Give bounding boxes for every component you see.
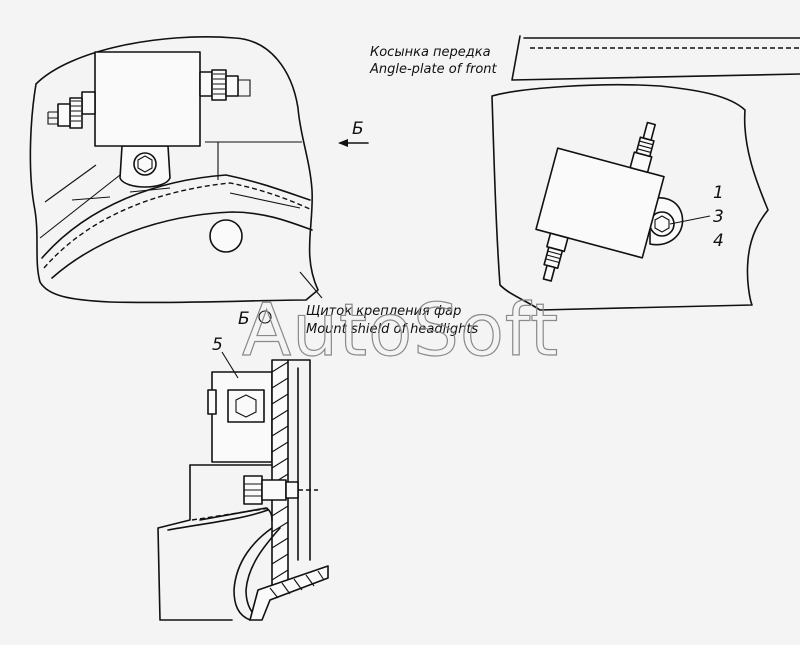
- view-marker-top: Б: [352, 119, 364, 139]
- top-left-view: [29, 36, 369, 304]
- view-marker-section: Б: [238, 309, 250, 329]
- mount-shield-label-en: Mount shield of headlights: [306, 322, 478, 337]
- watermark: AutoSoft: [242, 288, 559, 372]
- angle-plate-label-en: Angle-plate of front: [369, 62, 498, 77]
- top-right-view: [491, 35, 800, 311]
- section-view: [157, 310, 329, 621]
- angle-plate-label-ru: Косынка передка: [370, 45, 491, 60]
- mount-shield-leader: [299, 271, 323, 299]
- callout-1: 1: [713, 183, 724, 203]
- mount-shield-label-ru: Щиток крепления фар: [306, 304, 461, 319]
- callout-5: 5: [212, 335, 223, 355]
- callout-4: 4: [713, 231, 724, 251]
- callout-3: 3: [713, 207, 724, 227]
